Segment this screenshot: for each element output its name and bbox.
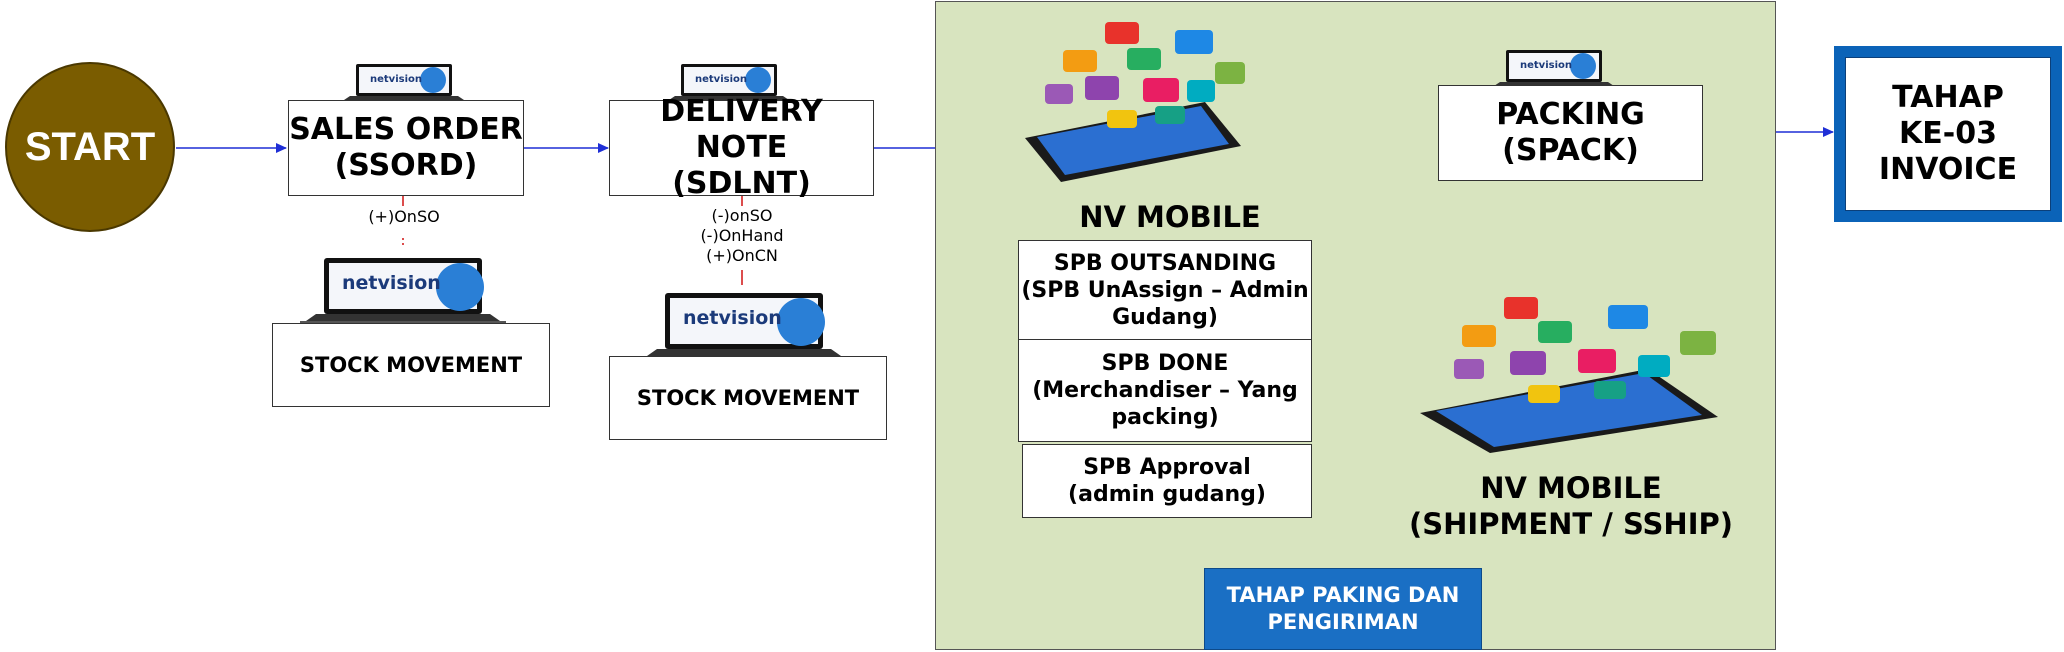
netvision-laptop-icon: netvision (300, 258, 506, 330)
stage-label-line-2: PENGIRIMAN (1267, 610, 1419, 634)
stage-label-box: TAHAP PAKING DAN PENGIRIMAN (1204, 568, 1482, 650)
packing-title: PACKING (1496, 97, 1645, 132)
start-label: START (24, 124, 156, 169)
spb-done-desc-1: (Merchandiser – Yang (1032, 378, 1298, 403)
spb-outstanding-title: SPB OUTSANDING (1053, 250, 1277, 276)
spb-done-title: SPB DONE (1101, 351, 1229, 376)
svg-text:netvision: netvision (695, 74, 747, 85)
packing-code: (SPACK) (1502, 133, 1639, 168)
stage-label-line-1: TAHAP PAKING DAN (1226, 583, 1460, 607)
netvision-laptop-icon: netvision (340, 64, 468, 106)
invoice-line-2: KE-03 (1899, 116, 1997, 151)
spb-approval-box: SPB Approval (admin gudang) (1022, 444, 1312, 518)
spb-outstanding-desc-1: (SPB UnAssign – Admin (1021, 277, 1309, 303)
svg-text:netvision: netvision (370, 74, 422, 85)
spb-done-box: SPB DONE (Merchandiser – Yang packing) (1018, 339, 1312, 442)
effect-plus-oncn: (+)OnCN (706, 246, 778, 265)
effect-minus-onhand: (-)OnHand (700, 226, 784, 245)
nv-mobile-shipment-title: NV MOBILE (SHIPMENT / SSHIP) (1378, 470, 1764, 542)
effect-minus-onso: (-)onSO (711, 206, 773, 225)
effect-onso: (+)OnSO (368, 207, 440, 226)
mobile-apps-tablet-icon (1025, 22, 1245, 182)
svg-text:netvision: netvision (1520, 60, 1572, 71)
spb-approval-title: SPB Approval (1083, 455, 1251, 480)
stock-movement-label: STOCK MOVEMENT (636, 386, 860, 410)
sales-order-effects: (+)OnSO (354, 207, 454, 227)
stock-movement-label: STOCK MOVEMENT (299, 353, 523, 377)
nv-mobile-title: NV MOBILE (1079, 200, 1261, 234)
invoice-line-1: TAHAP (1892, 80, 2004, 115)
svg-text:netvision: netvision (683, 307, 782, 329)
invoice-stage-inner: TAHAP KE-03 INVOICE (1845, 57, 2051, 211)
spb-outstanding-desc-2: Gudang) (1112, 304, 1218, 330)
spb-outstanding-box: SPB OUTSANDING (SPB UnAssign – Admin Gud… (1018, 240, 1312, 340)
packing-box: PACKING (SPACK) (1438, 85, 1703, 181)
netvision-laptop-icon: netvision (665, 64, 793, 106)
mobile-apps-tablet-icon (1420, 297, 1718, 453)
svg-text:netvision: netvision (342, 272, 441, 294)
invoice-line-3: INVOICE (1878, 152, 2018, 187)
stock-movement-box-2: STOCK MOVEMENT (609, 356, 887, 440)
nv-mobile-shipment-line-2: (SHIPMENT / SSHIP) (1409, 507, 1733, 541)
start-node: START (5, 62, 175, 232)
sales-order-title: SALES ORDER (289, 112, 523, 147)
nv-mobile-shipment-line-1: NV MOBILE (1480, 471, 1662, 505)
sales-order-box: SALES ORDER (SSORD) (288, 100, 524, 196)
delivery-note-box: DELIVERY NOTE (SDLNT) (609, 94, 874, 201)
delivery-note-title: DELIVERY NOTE (660, 94, 823, 165)
sales-order-code: (SSORD) (334, 148, 478, 183)
delivery-note-effects: (-)onSO (-)OnHand (+)OnCN (692, 206, 792, 266)
spb-approval-desc: (admin gudang) (1068, 482, 1266, 507)
spb-done-desc-2: packing) (1111, 405, 1219, 430)
delivery-note-code: (SDLNT) (672, 166, 811, 201)
stock-movement-box-1: STOCK MOVEMENT (272, 323, 550, 407)
netvision-laptop-icon: netvision (641, 293, 847, 365)
invoice-stage-box: TAHAP KE-03 INVOICE (1834, 46, 2062, 222)
